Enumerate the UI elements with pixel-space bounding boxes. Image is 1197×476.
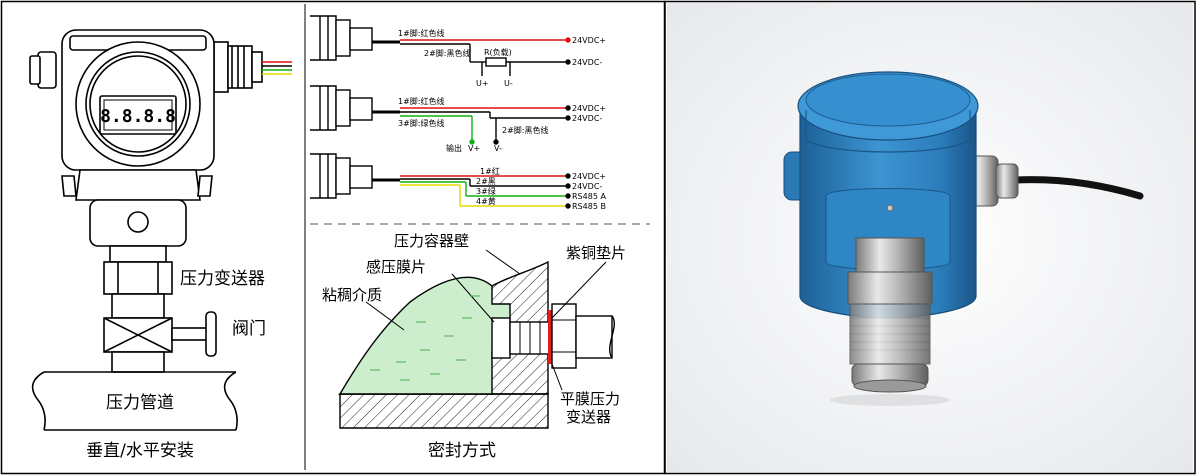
w3-rs485a: RS485 A	[572, 192, 606, 201]
w1-vminus: 24VDC-	[572, 58, 602, 67]
vessel-wall-label: 压力容器壁	[394, 232, 469, 250]
w1-uplus: U+	[476, 79, 489, 88]
w3-pin1: 1#红	[480, 166, 500, 176]
w1-load: R(负载)	[484, 47, 512, 57]
w2-out: 输出	[446, 143, 462, 153]
w3-pin3: 3#绿	[476, 187, 496, 196]
installation-drawing	[29, 29, 263, 431]
medium-label: 粘稠介质	[322, 286, 382, 304]
w2-outplus: V+	[468, 144, 480, 153]
w2-pin2: 2#脚:黑色线	[502, 125, 549, 135]
w3-rs485b: RS485 B	[572, 202, 606, 211]
seal-diagram	[337, 249, 615, 429]
valve-label: 阀门	[232, 319, 266, 339]
w2-outminus: V-	[494, 144, 502, 153]
wiring-diagram-rs485	[372, 173, 571, 209]
connector-shapes	[310, 15, 373, 199]
w1-uminus: U-	[504, 79, 513, 88]
product-photo	[667, 3, 1193, 472]
flat-transmitter-label-2: 变送器	[566, 408, 611, 426]
w2-pin3: 3#脚:绿色线	[398, 118, 445, 128]
w3-pin2: 2#黑	[476, 177, 496, 186]
w3-vplus: 24VDC+	[572, 172, 606, 181]
wiring-diagram-3wire	[372, 105, 571, 145]
gasket-label: 紫铜垫片	[566, 244, 626, 262]
diaphragm-label: 感压膜片	[366, 258, 426, 276]
pipe-label: 压力管道	[106, 393, 174, 413]
w1-vplus: 24VDC+	[572, 36, 606, 45]
w2-pin1: 1#脚:红色线	[398, 96, 445, 106]
w1-pin2: 2#脚:黑色线	[424, 48, 471, 58]
w2-vminus: 24VDC-	[572, 114, 602, 123]
gland-cable	[262, 61, 292, 75]
w3-pin4: 4#黄	[476, 196, 496, 206]
lcd-display: 8.8.8.8	[100, 106, 176, 127]
w2-vplus: 24VDC+	[572, 104, 606, 113]
transmitter-label: 压力变送器	[180, 269, 265, 289]
wiring-diagram-2wire	[372, 37, 571, 76]
installation-caption: 垂直/水平安装	[86, 441, 194, 461]
seal-caption: 密封方式	[428, 441, 496, 461]
w1-pin1: 1#脚:红色线	[398, 28, 445, 38]
medium-texture	[370, 295, 480, 381]
flat-transmitter-label-1: 平膜压力	[560, 390, 620, 408]
w3-vminus: 24VDC-	[572, 182, 602, 191]
